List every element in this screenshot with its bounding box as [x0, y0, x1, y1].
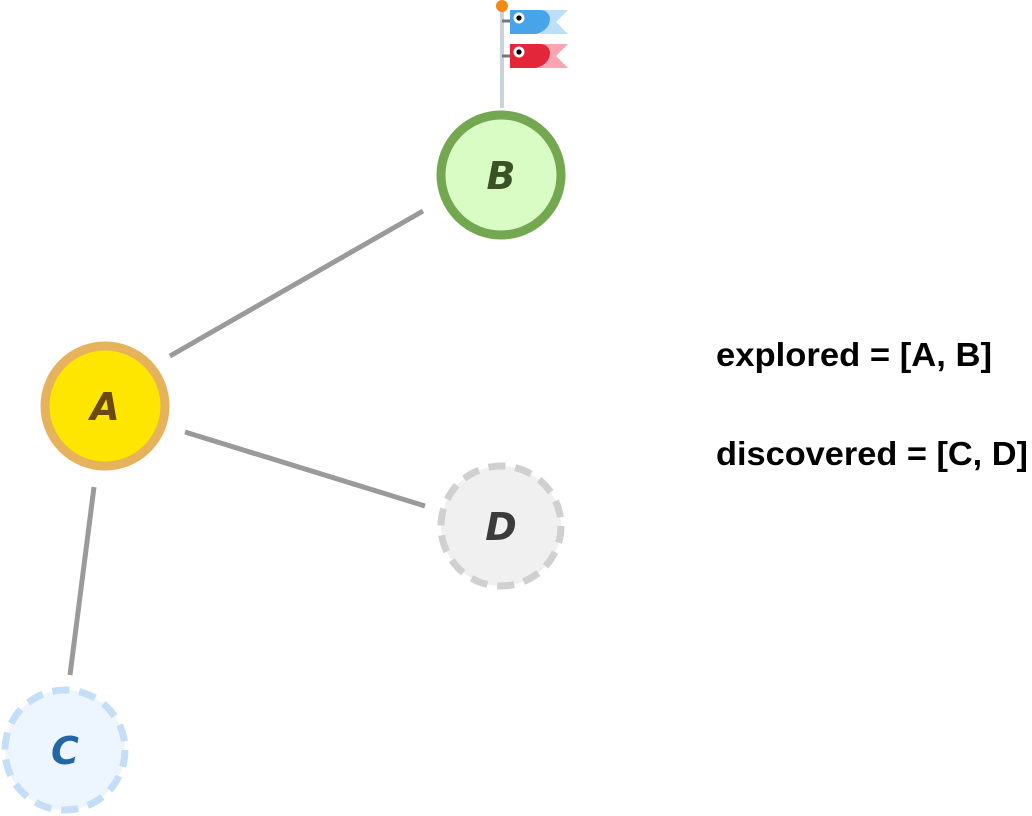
explored-list-text: explored = [A, B] [716, 336, 992, 373]
node-c-label: C [51, 729, 79, 773]
node-d-label: D [485, 505, 517, 549]
node-b-label: B [487, 154, 516, 198]
node-d[interactable]: D [437, 462, 565, 590]
edge-a-d [184, 429, 426, 509]
node-b[interactable]: B [436, 110, 566, 240]
edge-a-b [168, 208, 425, 359]
discovered-list-text: discovered = [C, D] [716, 435, 1028, 472]
edge-a-c [67, 486, 97, 676]
node-a[interactable]: A [40, 341, 170, 471]
node-a-label: A [87, 385, 119, 429]
node-c[interactable]: C [1, 686, 129, 814]
koinobori-flag-icon [496, 0, 568, 108]
